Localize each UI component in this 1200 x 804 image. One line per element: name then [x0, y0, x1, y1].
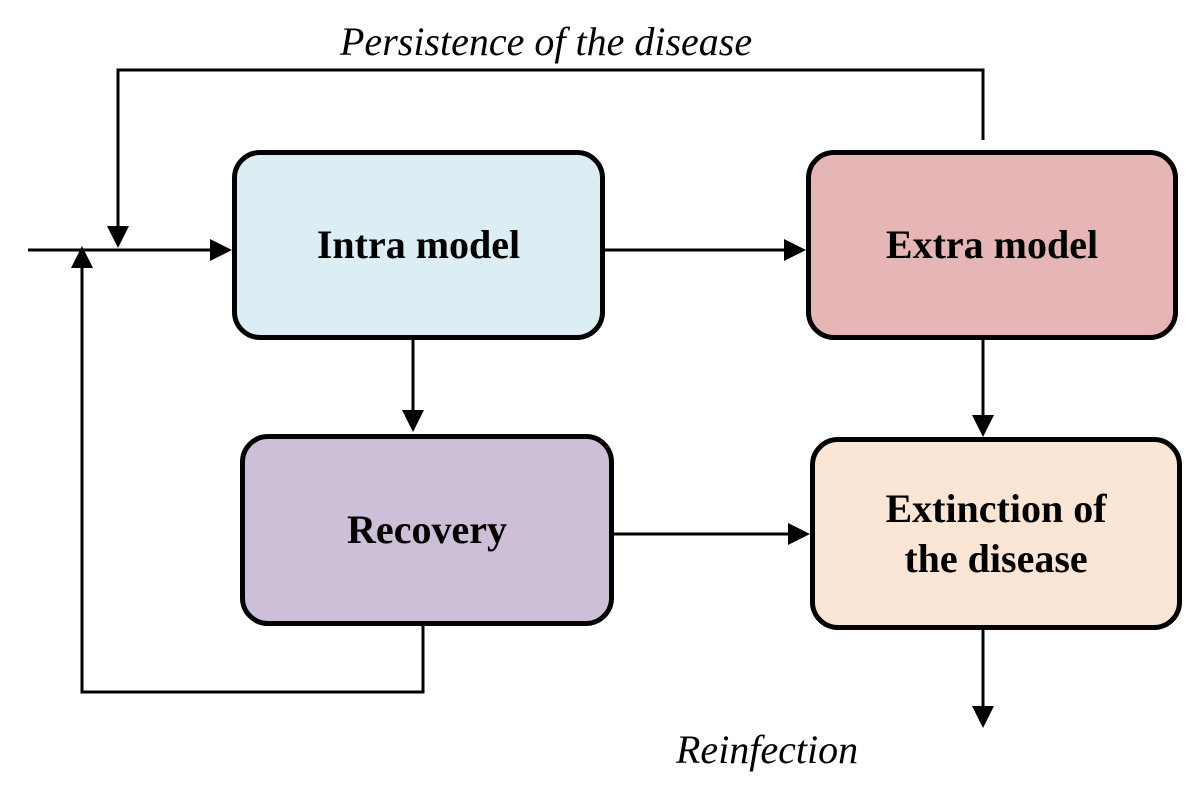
extinction-label: Extinction of the disease [885, 485, 1107, 581]
recovery-box: Recovery [240, 434, 614, 626]
intra-model-label: Intra model [316, 222, 521, 267]
extra-model-box: Extra model [806, 150, 1178, 340]
arrowhead-persistence-down [107, 226, 129, 248]
arrowhead-into-intra [210, 239, 232, 261]
arrowhead-extra-into-extinction [972, 415, 994, 437]
arrowhead-into-extra [784, 239, 806, 261]
arrowhead-recovery-loop-up [71, 246, 93, 268]
arrowhead-reinfection-down [972, 706, 994, 728]
edge-persistence-feedback [116, 68, 985, 228]
reinfection-caption: Reinfection [676, 727, 859, 772]
arrowhead-recovery-into-extinction [788, 523, 810, 545]
extinction-box: Extinction of the disease [810, 437, 1182, 630]
recovery-label: Recovery [347, 507, 507, 552]
persistence-caption: Persistence of the disease [340, 19, 753, 64]
edge-recovery-feedback [80, 266, 425, 694]
arrowhead-into-recovery [402, 410, 424, 432]
extra-model-label: Extra model [885, 222, 1099, 267]
intra-model-box: Intra model [232, 150, 605, 340]
